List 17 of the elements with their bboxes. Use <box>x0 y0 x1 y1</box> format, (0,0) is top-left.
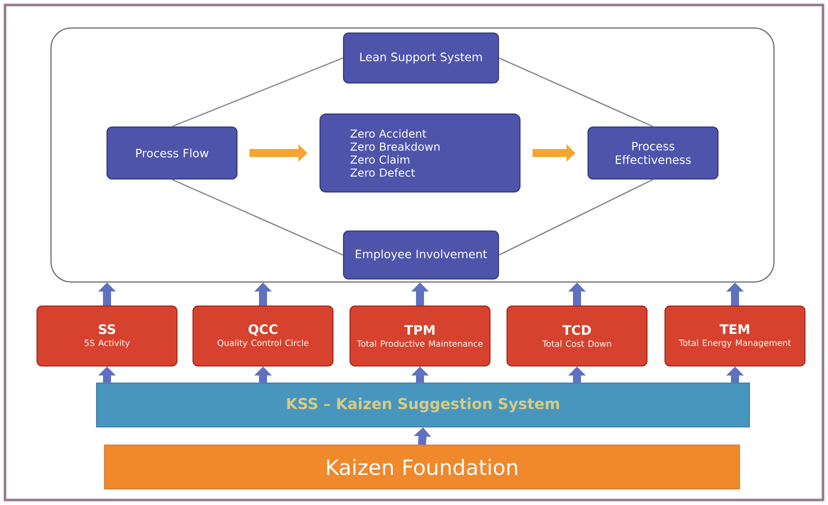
process-box: Zero Accident Zero Breakdown Zero Claim Zero Defect <box>320 114 520 192</box>
process-box: Process Flow <box>106 126 238 180</box>
activity-box: TCD Total Cost Down <box>506 306 648 366</box>
process-box: Lean Support System <box>343 32 499 84</box>
process-box: Employee Involvement <box>343 230 499 280</box>
connector-line <box>172 57 344 128</box>
foundation-bar: Kaizen Foundation <box>104 444 740 490</box>
rounded-frame <box>50 28 774 282</box>
connector-line <box>498 57 654 128</box>
activity-box: TPM Total Productive Maintenance <box>350 306 490 366</box>
activity-box: QCC Quality Control Circle <box>192 306 334 366</box>
process-box: Process Effectiveness <box>588 126 718 180</box>
activity-box: TEM Total Energy Management <box>664 306 806 366</box>
system-bar: KSS – Kaizen Suggestion System <box>96 382 750 428</box>
connector-line <box>498 178 654 256</box>
connector-line <box>172 178 344 256</box>
activity-box: SS 5S Activity <box>36 306 178 366</box>
